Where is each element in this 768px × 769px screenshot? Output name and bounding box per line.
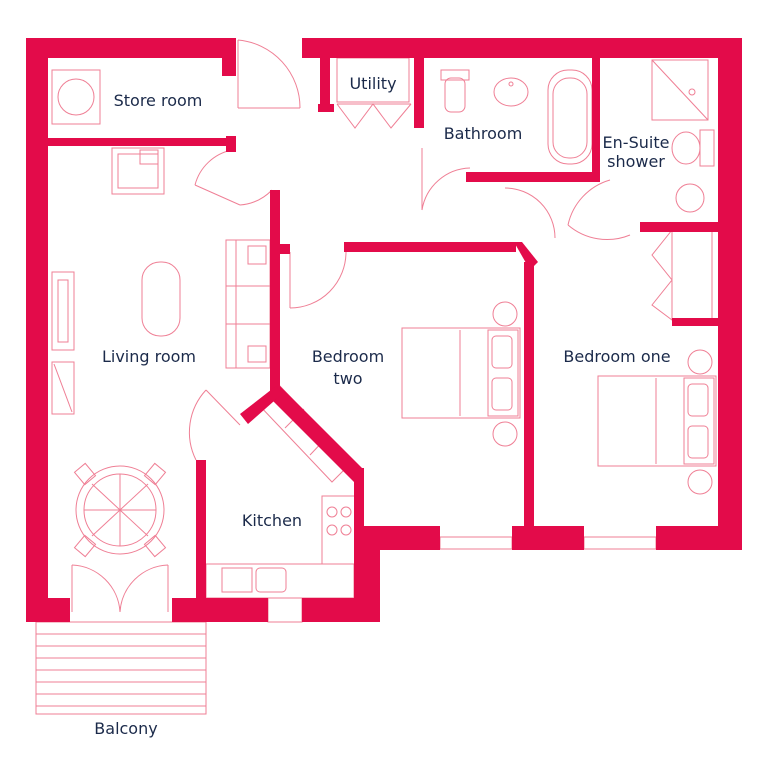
wall xyxy=(48,138,234,146)
wall xyxy=(302,38,742,58)
wall xyxy=(26,598,70,622)
walls xyxy=(26,38,742,622)
label-bathroom: Bathroom xyxy=(444,124,523,143)
window-kitchen xyxy=(267,597,303,623)
label-balcony: Balcony xyxy=(94,719,157,738)
wall xyxy=(672,318,718,326)
armchair xyxy=(111,147,165,195)
label-utility: Utility xyxy=(349,74,396,93)
wall xyxy=(270,386,362,482)
wall xyxy=(320,58,330,110)
wall xyxy=(640,222,718,232)
wall xyxy=(302,598,380,622)
wall xyxy=(466,172,600,182)
bathroom-fixtures xyxy=(421,69,593,211)
dining-table xyxy=(73,462,167,558)
label-ensuite-line2: shower xyxy=(607,152,665,171)
bedroom-one-bed xyxy=(597,349,717,495)
window-bedroom-two xyxy=(439,536,513,550)
fixtures xyxy=(35,39,717,715)
label-living-room: Living room xyxy=(102,347,196,366)
entrance-door xyxy=(237,39,301,109)
wall xyxy=(26,38,48,622)
label-store-room: Store room xyxy=(114,91,203,110)
bedroom-two-bed xyxy=(401,301,521,447)
room-labels: Store room Utility Bathroom En-Suite sho… xyxy=(94,74,670,738)
bedroom-one-wardrobe xyxy=(651,229,713,321)
label-bedroom-two-line2: two xyxy=(333,369,362,388)
wall xyxy=(592,58,600,180)
wall xyxy=(276,244,290,254)
window-bedroom-one xyxy=(583,536,657,550)
label-kitchen: Kitchen xyxy=(242,511,302,530)
wall xyxy=(270,190,280,390)
label-ensuite-line1: En-Suite xyxy=(603,133,670,152)
kitchen-units xyxy=(205,383,357,599)
utility-fixtures xyxy=(336,57,412,129)
wall xyxy=(512,526,584,550)
wall xyxy=(354,468,364,542)
wall xyxy=(226,136,236,152)
wall xyxy=(172,598,268,622)
kitchen-door xyxy=(188,389,241,461)
sofa xyxy=(225,239,271,369)
wall xyxy=(656,526,742,550)
bedroom-two-door xyxy=(289,251,347,309)
media-unit xyxy=(51,271,75,415)
store-room-appliance xyxy=(51,69,101,125)
wall xyxy=(222,58,236,76)
label-bedroom-two-line1: Bedroom xyxy=(312,347,384,366)
label-bedroom-one: Bedroom one xyxy=(563,347,670,366)
wall xyxy=(344,242,516,252)
store-room-door xyxy=(194,149,273,206)
bathroom-door xyxy=(504,187,556,239)
wall xyxy=(414,58,424,128)
wall xyxy=(718,38,742,550)
wall xyxy=(26,38,236,58)
wall xyxy=(318,104,334,112)
coffee-table xyxy=(141,261,181,337)
wall xyxy=(196,460,206,598)
balcony-deck xyxy=(35,621,207,715)
wall xyxy=(524,262,534,530)
ensuite-fixtures xyxy=(567,59,715,241)
wall xyxy=(240,386,282,424)
balcony-doors xyxy=(71,564,169,613)
